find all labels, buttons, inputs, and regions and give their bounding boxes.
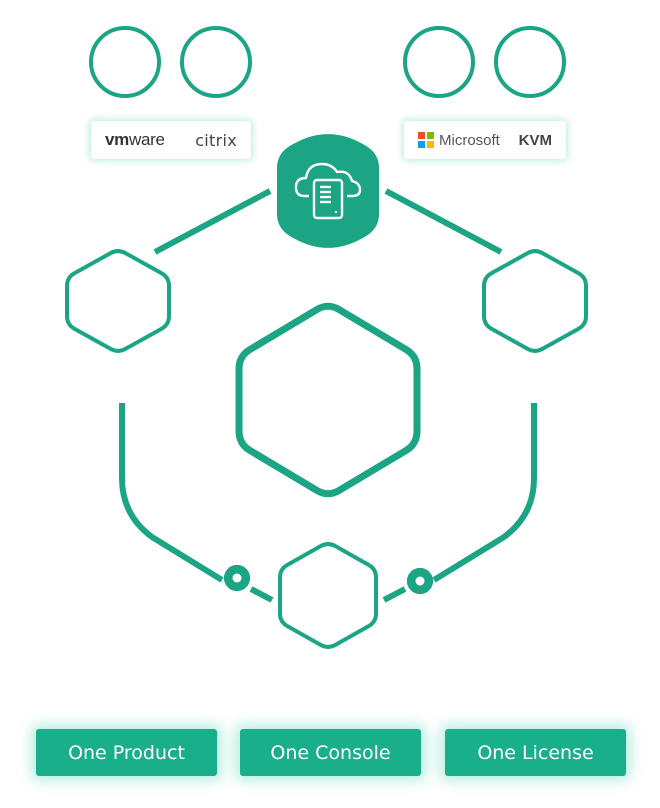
- vendor-logos-left: vmware citrix: [91, 121, 251, 159]
- hexagon-left: [65, 249, 171, 353]
- hexagon-right: [482, 249, 588, 353]
- circle-node-1: [89, 26, 161, 98]
- circle-node-2: [180, 26, 252, 98]
- one-license-button[interactable]: One License: [445, 729, 626, 776]
- connector-left-bottom: [249, 586, 274, 603]
- one-product-button[interactable]: One Product: [36, 729, 217, 776]
- circle-node-4: [494, 26, 566, 98]
- microsoft-windows-icon: [418, 132, 434, 148]
- microsoft-logo: Microsoft: [418, 132, 500, 149]
- circle-node-3: [403, 26, 475, 98]
- connector-right-bottom: [382, 586, 407, 603]
- hexagon-center: [235, 302, 421, 498]
- connector-right-arc: [432, 403, 537, 583]
- connector-top-left: [153, 188, 272, 255]
- one-console-button[interactable]: One Console: [240, 729, 421, 776]
- gear-icon-left: [224, 565, 250, 591]
- vendor-logos-right: Microsoft KVM: [404, 121, 566, 159]
- citrix-logo: citrix: [195, 130, 237, 150]
- connector-top-right: [384, 188, 503, 255]
- vmware-logo: vmware: [105, 130, 165, 149]
- kvm-logo: KVM: [518, 131, 552, 149]
- connector-left-arc: [119, 403, 224, 583]
- hexagon-bottom: [278, 542, 378, 649]
- gear-icon-right: [407, 568, 433, 594]
- cloud-server-icon: [294, 162, 362, 220]
